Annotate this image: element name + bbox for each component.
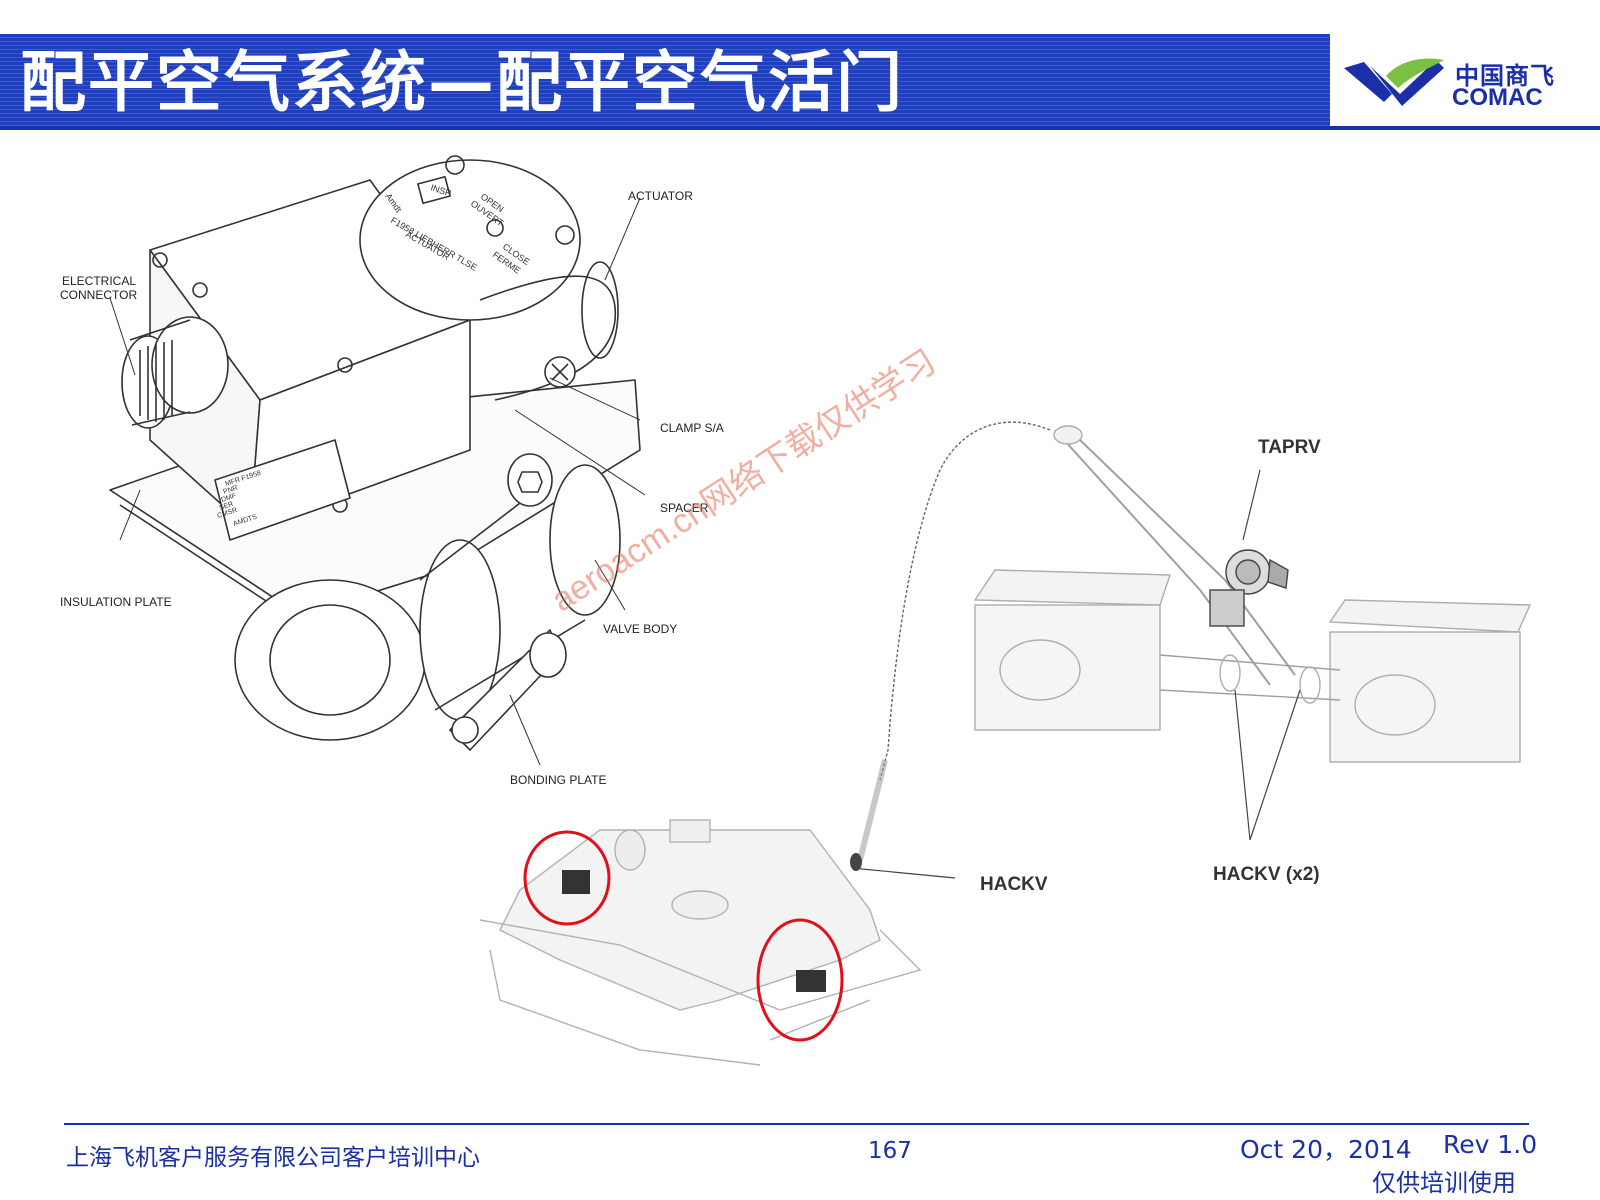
footer-date: Oct 20，2014: [1240, 1135, 1412, 1164]
comac-emblem-icon: [1344, 58, 1444, 106]
footer-note: 仅供培训使用: [1372, 1169, 1516, 1197]
footer-page-number: 167: [868, 1138, 912, 1164]
footer-divider: [64, 1123, 1529, 1125]
header-bar: [0, 34, 1330, 126]
label-electrical-connector-line2: CONNECTOR: [60, 288, 138, 302]
label-spacer: SPACER: [660, 501, 709, 515]
label-insulation-plate: INSULATION PLATE: [60, 595, 172, 609]
logo-chinese-text: 中国商飞: [1455, 62, 1555, 90]
logo-english-text: COMAC: [1452, 84, 1543, 111]
nameplate-dmf: DMF: [220, 493, 237, 504]
label-electrical-connector-line1: ELECTRICAL: [62, 274, 137, 288]
label-hackv: HACKV: [980, 874, 1048, 895]
label-clamp: CLAMP S/A: [660, 421, 724, 435]
label-bonding-plate: BONDING PLATE: [510, 773, 607, 787]
label-valve-body: VALVE BODY: [603, 622, 678, 636]
comac-logo: 中国商飞 COMAC: [1340, 50, 1580, 120]
footer-revision: Rev 1.0: [1443, 1130, 1538, 1159]
nameplate-pnr: PNR: [222, 485, 238, 496]
page-title: 配平空气系统—配平空气活门: [20, 44, 904, 121]
nameplate-ser: SER: [218, 501, 234, 512]
system-diagram: [479, 421, 1532, 1066]
header-divider: [0, 126, 1600, 130]
actuator-diagram: INSP OPEN OUVERT CLOSE FERME F1958 LIEBH…: [109, 155, 646, 766]
label-hackv-x2: HACKV (x2): [1213, 864, 1320, 885]
label-taprv: TAPRV: [1258, 437, 1321, 458]
label-actuator: ACTUATOR: [628, 189, 693, 203]
footer-company: 上海飞机客户服务有限公司客户培训中心: [66, 1145, 480, 1171]
